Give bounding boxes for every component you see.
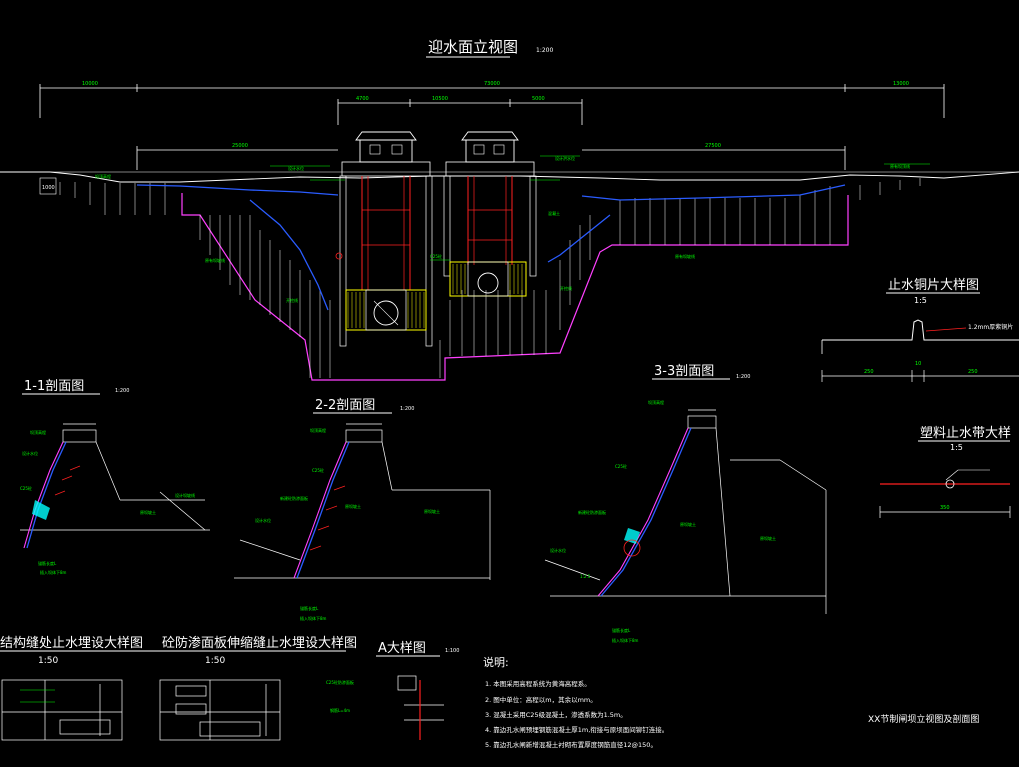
svg-text:C25砼: C25砼 — [20, 485, 32, 491]
svg-text:新建砼防渗面板: 新建砼防渗面板 — [280, 495, 308, 501]
plastic-dim: 350 — [940, 505, 950, 511]
gate-tower-left — [339, 131, 433, 347]
section11-title: 1-1剖面图 — [24, 379, 84, 394]
dim-total-left: 10000 — [82, 81, 98, 87]
svg-text:原坝坡土: 原坝坡土 — [345, 503, 361, 509]
section11-scale: 1:200 — [115, 388, 129, 394]
copper-dim-right: 250 — [968, 369, 978, 375]
dim-gate-c: 5000 — [532, 96, 545, 102]
svg-text:设计水位: 设计水位 — [22, 450, 38, 456]
excavation-outline — [181, 193, 849, 381]
svg-text:原有坝坡线: 原有坝坡线 — [675, 253, 695, 259]
ground-line — [0, 171, 1019, 183]
svg-text:锚筋长度L: 锚筋长度L — [612, 627, 631, 633]
joint-detail-panel: 砼防渗面板伸缩缝止水埋设大样图 1:50 — [159, 635, 357, 741]
svg-text:新建砼防渗面板: 新建砼防渗面板 — [578, 509, 606, 515]
svg-text:设计坝坡线: 设计坝坡线 — [175, 492, 195, 498]
svg-text:设计水位: 设计水位 — [550, 547, 566, 553]
svg-text:设计洪水位: 设计洪水位 — [555, 155, 575, 161]
sheet-title: XX节制闸坝立视图及剖面图 — [868, 713, 979, 725]
copper-detail-scale: 1:5 — [914, 296, 927, 305]
dim-left-span: 25000 — [232, 143, 248, 149]
span-dimension-lines — [136, 146, 846, 170]
svg-text:混凝土: 混凝土 — [548, 210, 560, 216]
copper-waterstop-detail: 止水铜片大样图 1:5 250 10 250 1.2mm厚紫铜片 — [821, 278, 1019, 382]
svg-text:开挖线: 开挖线 — [286, 297, 298, 303]
overall-dimension-line — [39, 84, 945, 118]
detail-a-scale: 1:100 — [445, 648, 459, 654]
svg-text:开挖线: 开挖线 — [560, 285, 572, 291]
joint-detail-structural: 结构缝处止水埋设大样图 1:50 — [0, 636, 162, 741]
note-item-2: 2. 图中单位：高程以m，其余以mm。 — [485, 695, 597, 704]
svg-text:钢筋L=4m: 钢筋L=4m — [330, 707, 350, 713]
joint-detail2-title: 砼防渗面板伸缩缝止水埋设大样图 — [162, 635, 357, 651]
svg-text:原坝坡土: 原坝坡土 — [680, 521, 696, 527]
svg-text:原有坝顶线: 原有坝顶线 — [890, 163, 910, 169]
dim-total-mid: 73000 — [484, 81, 500, 87]
notes-block: 说明: 1. 本图采用高程系统为黄海高程系。 2. 图中单位：高程以m，其余以m… — [483, 655, 668, 749]
section33-title: 3-3剖面图 — [654, 364, 714, 379]
plastic-detail-title: 塑料止水带大样 — [920, 426, 1011, 441]
elevation-scale: 1:200 — [536, 47, 553, 54]
plastic-detail-scale: 1:5 — [950, 443, 963, 452]
note-item-3: 3. 混凝土采用C25级混凝土，渗透系数为1.5m。 — [485, 710, 627, 719]
dim-gate-a: 4700 — [356, 96, 369, 102]
elevation-title: 迎水面立视图 — [428, 38, 518, 56]
svg-text:1:2.5: 1:2.5 — [580, 574, 591, 579]
svg-text:插入坝体下8m: 插入坝体下8m — [300, 615, 327, 621]
svg-text:C25砼防渗面板: C25砼防渗面板 — [326, 679, 354, 685]
section22-title: 2-2剖面图 — [315, 398, 375, 413]
joint-detail1-title: 结构缝处止水埋设大样图 — [0, 636, 143, 651]
note-item-4: 4. 靠边孔水闸预埋钢筋混凝土厚1m,衔接与原坝面间铆钉连接。 — [485, 725, 668, 734]
svg-text:1000: 1000 — [42, 185, 55, 191]
elevation-view: 迎水面立视图 1:200 10000 73000 13000 4700 1050… — [0, 38, 1019, 381]
joint-detail2-scale: 1:50 — [205, 656, 225, 666]
gate-chamber-left — [345, 289, 427, 331]
svg-text:设计水位: 设计水位 — [288, 165, 304, 171]
section33-scale: 1:200 — [736, 374, 750, 380]
detail-a: A大样图 1:100 C25砼防渗面板 钢筋L=4m — [326, 641, 459, 740]
svg-text:插入坝体下8m: 插入坝体下8m — [612, 637, 639, 643]
copper-dim-mid: 10 — [915, 361, 921, 367]
dim-right-span: 27500 — [705, 143, 721, 149]
svg-text:原坝坡土: 原坝坡土 — [140, 509, 156, 515]
svg-text:锚筋长度L: 锚筋长度L — [38, 560, 57, 566]
note-item-1: 1. 本图采用高程系统为黄海高程系。 — [485, 679, 591, 688]
svg-text:原坝坡土: 原坝坡土 — [424, 508, 440, 514]
svg-text:坝顶高程: 坝顶高程 — [30, 429, 46, 435]
detail-a-title: A大样图 — [378, 641, 426, 656]
gate-tower-right — [443, 131, 537, 277]
soil-hatching — [59, 178, 921, 378]
gate-dimension-line — [337, 99, 583, 125]
svg-text:坝顶高程: 坝顶高程 — [95, 173, 111, 179]
notes-heading: 说明: — [483, 655, 509, 669]
svg-text:插入坝体下8m: 插入坝体下8m — [40, 569, 67, 575]
svg-text:C25砼: C25砼 — [615, 463, 627, 469]
note-item-5: 5. 靠边孔水闸新增混凝土衬砌布置厚度钢筋直径12@150。 — [485, 740, 657, 749]
svg-text:设计水位: 设计水位 — [255, 517, 271, 523]
svg-text:坝顶高程: 坝顶高程 — [310, 427, 326, 433]
svg-text:锚筋长度L: 锚筋长度L — [300, 605, 319, 611]
copper-dim-left: 250 — [864, 369, 874, 375]
dim-gate-b: 10500 — [432, 96, 448, 102]
svg-text:C25砼: C25砼 — [312, 467, 324, 473]
gate-chamber-right — [449, 261, 527, 297]
svg-text:原有坝坡线: 原有坝坡线 — [205, 257, 225, 263]
svg-text:C25砼: C25砼 — [430, 253, 442, 259]
svg-text:原坝坡土: 原坝坡土 — [760, 535, 776, 541]
copper-detail-title: 止水铜片大样图 — [888, 278, 979, 293]
svg-text:坝顶高程: 坝顶高程 — [648, 399, 664, 405]
copper-note: 1.2mm厚紫铜片 — [968, 323, 1013, 331]
section22-scale: 1:200 — [400, 406, 414, 412]
dim-total-right: 13000 — [893, 81, 909, 87]
joint-detail1-scale: 1:50 — [38, 656, 58, 666]
plastic-waterstop-detail: 塑料止水带大样 1:5 350 — [879, 426, 1011, 518]
